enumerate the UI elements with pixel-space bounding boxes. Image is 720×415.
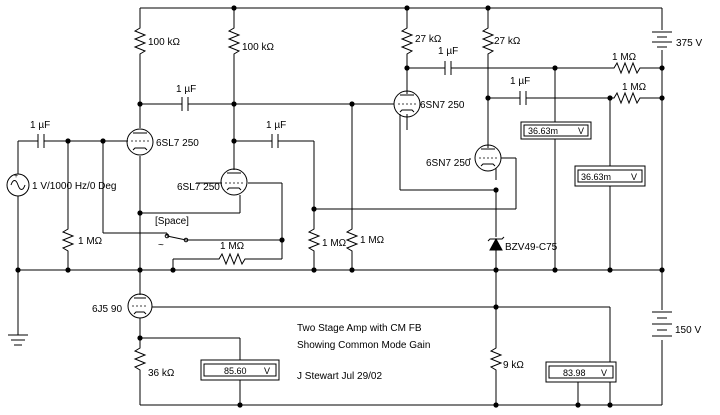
switch-mark: ~ bbox=[158, 240, 164, 251]
zener-diode: BZV49-C75 bbox=[487, 236, 558, 253]
capacitor-out2: 1 µF bbox=[510, 76, 531, 105]
capacitor-couple2: 1 µF bbox=[266, 120, 286, 148]
resistor-switch: 1 MΩ bbox=[215, 241, 249, 266]
resistor-plate3: 27 kΩ bbox=[400, 25, 442, 55]
ground-symbol bbox=[8, 334, 28, 346]
zener-label: BZV49-C75 bbox=[505, 242, 558, 253]
switch: [Space] ~ bbox=[155, 216, 189, 251]
battery-top: 375 V bbox=[652, 31, 702, 49]
voltmeter-3: 85.60 V bbox=[200, 359, 280, 381]
resistor-grid1-label: 1 MΩ bbox=[322, 238, 347, 249]
capacitor-out1: 1 µF bbox=[438, 46, 458, 75]
voltmeter-1-value: 36.63m bbox=[528, 126, 558, 136]
tube-v5: 6J5 90 bbox=[92, 293, 153, 319]
voltmeter-3-unit: V bbox=[264, 366, 270, 376]
resistor-feedback2: 1 MΩ bbox=[610, 82, 647, 105]
resistor-input: 1 MΩ bbox=[61, 226, 103, 252]
tube-v3: 6SN7 250 bbox=[393, 90, 465, 118]
tube-v4-label: 6SN7 250 bbox=[426, 158, 471, 169]
ac-source: + 1 V/1000 Hz/0 Deg bbox=[6, 173, 117, 197]
capacitor-out1-label: 1 µF bbox=[438, 46, 458, 57]
capacitor-input: 1 µF bbox=[30, 120, 52, 148]
resistor-input-label: 1 MΩ bbox=[78, 236, 103, 247]
resistor-plate2: 100 kΩ bbox=[227, 25, 274, 55]
resistor-plate2-label: 100 kΩ bbox=[242, 42, 274, 53]
resistor-plate1: 100 kΩ bbox=[133, 25, 180, 55]
voltmeter-2: 36.63m V bbox=[574, 165, 646, 187]
tube-v3-label: 6SN7 250 bbox=[420, 100, 465, 111]
switch-key-label: [Space] bbox=[155, 216, 189, 227]
capacitor-couple1-label: 1 µF bbox=[176, 84, 196, 95]
resistor-grid2-label: 1 MΩ bbox=[360, 235, 385, 246]
battery-bottom-label: 150 V bbox=[675, 325, 701, 336]
ac-source-label: 1 V/1000 Hz/0 Deg bbox=[32, 181, 117, 192]
resistor-plate1-label: 100 kΩ bbox=[148, 37, 180, 48]
voltmeter-2-unit: V bbox=[631, 172, 637, 182]
resistor-plate4: 27 kΩ bbox=[481, 25, 521, 55]
junction-dots bbox=[15, 5, 665, 408]
resistor-cathode2: 9 kΩ bbox=[489, 345, 524, 371]
ac-source-plus: + bbox=[14, 173, 18, 180]
tube-v2: 6SL7 250 bbox=[177, 168, 248, 196]
capacitor-out2-label: 1 µF bbox=[510, 76, 530, 87]
wires bbox=[17, 7, 663, 406]
resistor-cathode1-label: 36 kΩ bbox=[148, 368, 175, 379]
resistor-feedback2-label: 1 MΩ bbox=[622, 82, 647, 93]
resistor-switch-label: 1 MΩ bbox=[220, 241, 245, 252]
resistor-cathode2-label: 9 kΩ bbox=[503, 360, 524, 371]
capacitor-couple1: 1 µF bbox=[176, 84, 196, 111]
capacitor-input-label: 1 µF bbox=[30, 120, 50, 131]
battery-bottom: 150 V bbox=[652, 311, 701, 337]
resistor-plate3-label: 27 kΩ bbox=[415, 34, 442, 45]
resistor-feedback1-label: 1 MΩ bbox=[612, 52, 637, 63]
resistor-cathode1: 36 kΩ bbox=[133, 345, 175, 379]
voltmeter-4-unit: V bbox=[601, 368, 607, 378]
resistor-plate4-label: 27 kΩ bbox=[494, 36, 521, 47]
voltmeter-3-value: 85.60 bbox=[224, 366, 247, 376]
note-line2: Showing Common Mode Gain bbox=[297, 340, 430, 351]
voltmeter-2-value: 36.63m bbox=[581, 172, 611, 182]
resistor-feedback1: 1 MΩ bbox=[610, 52, 644, 75]
battery-top-label: 375 V bbox=[676, 38, 702, 49]
voltmeter-1: 36.63m V bbox=[520, 121, 592, 140]
resistor-grid1: 1 MΩ bbox=[307, 226, 347, 252]
tube-v1: 6SL7 250 bbox=[126, 128, 199, 156]
tube-v2-label: 6SL7 250 bbox=[177, 182, 220, 193]
voltmeter-4-value: 83.98 bbox=[563, 368, 586, 378]
capacitor-couple2-label: 1 µF bbox=[266, 120, 286, 131]
resistor-grid2: 1 MΩ bbox=[345, 226, 385, 252]
tube-v5-label: 6J5 90 bbox=[92, 304, 122, 315]
tube-v4: 6SN7 250 bbox=[426, 144, 516, 172]
note-line3: J Stewart Jul 29/02 bbox=[297, 371, 382, 382]
schematic-notes: Two Stage Amp with CM FB Showing Common … bbox=[297, 323, 430, 382]
tube-v1-label: 6SL7 250 bbox=[156, 138, 199, 149]
note-line1: Two Stage Amp with CM FB bbox=[297, 323, 422, 334]
voltmeter-1-unit: V bbox=[578, 126, 584, 136]
voltmeter-4: 83.98 V bbox=[545, 361, 617, 383]
